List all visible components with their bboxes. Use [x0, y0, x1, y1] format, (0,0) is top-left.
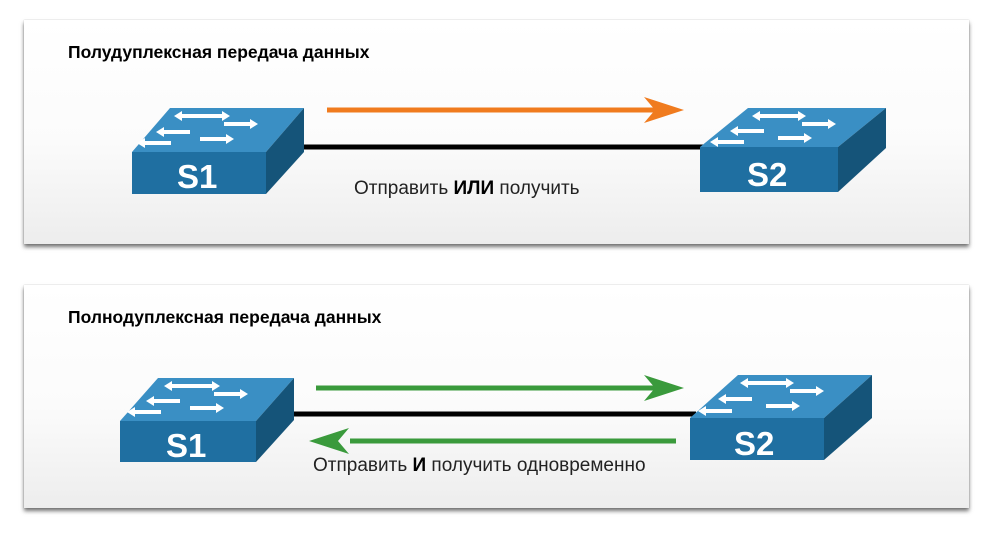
full-duplex-caption: Отправить И получить одновременно [313, 455, 646, 477]
caption-text: получить [494, 178, 580, 199]
caption-emphasis: И [412, 455, 427, 476]
caption-text: Отправить [313, 455, 413, 476]
switch-s1[interactable]: S1 [132, 108, 304, 195]
half-send-arrow [327, 97, 684, 123]
caption-text: получить одновременно [426, 455, 646, 476]
caption-text: Отправить [354, 178, 454, 199]
half-duplex-title: Полудуплексная передача данных [68, 42, 370, 62]
half-duplex-caption: Отправить ИЛИ получить [354, 178, 580, 200]
switch-s2[interactable]: S2 [700, 108, 886, 193]
switch-s2-label: S2 [747, 156, 787, 193]
switch-s2-label: S2 [734, 425, 774, 462]
half-duplex-diagram: S1 S2 [132, 97, 886, 195]
switch-s1[interactable]: S1 [120, 378, 294, 464]
full-duplex-title: Полнодуплексная передача данных [68, 307, 382, 327]
switch-s1-label: S1 [166, 427, 206, 464]
half-duplex-panel: Полудуплексная передача данных S1 [24, 20, 969, 244]
full-duplex-diagram: S1 S2 [120, 375, 872, 464]
full-send-arrow [316, 375, 684, 401]
full-receive-arrow [309, 428, 676, 454]
caption-emphasis: ИЛИ [453, 178, 495, 199]
switch-s2[interactable]: S2 [690, 375, 872, 462]
full-duplex-panel: Полнодуплексная передача данных S1 [24, 285, 969, 508]
switch-s1-label: S1 [177, 158, 217, 195]
